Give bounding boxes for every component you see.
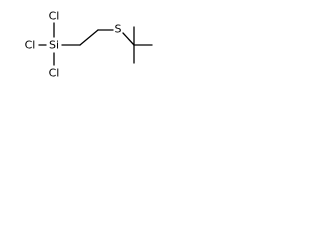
molecule-structure-diagram: Cl Cl Si Cl S: [25, 10, 153, 80]
bonds: [38, 22, 153, 66]
atom-cl-bottom: Cl: [49, 67, 60, 80]
atom-cl-top: Cl: [49, 10, 60, 23]
atom-s: S: [115, 23, 122, 36]
bond-ch2-ch2: [79, 29, 99, 46]
bond-s-cq: [122, 32, 135, 46]
atom-si: Si: [49, 39, 59, 52]
atom-cl-left: Cl: [25, 39, 36, 52]
atom-labels: Cl Cl Si Cl S: [25, 10, 122, 80]
